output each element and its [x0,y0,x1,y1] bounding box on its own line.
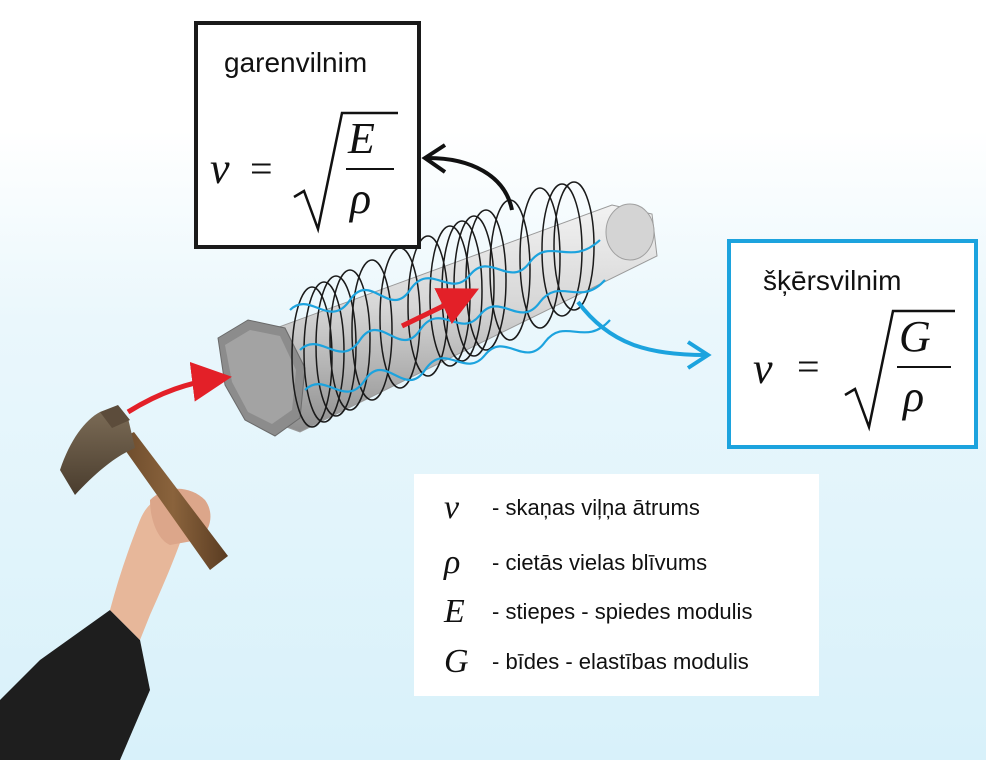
formula-velocity: v [210,144,230,193]
longitudinal-title: garenvilnim [224,47,368,78]
formula-equals: = [797,344,820,389]
formula-velocity: v [753,344,773,393]
legend-text: - skaņas viļņa ātrums [492,495,700,520]
legend-text: - bīdes - elastības modulis [492,649,749,674]
legend-symbol: v [444,489,460,526]
legend-symbol: ρ [444,544,461,581]
arrow-to-longitudinal [421,143,514,211]
legend-symbol: E [444,593,465,630]
propagation-arrow [400,288,479,329]
legend-text: - cietās vielas blīvums [492,550,708,575]
legend-item: v - skaņas viļņa ātrums [444,488,700,528]
formula-equals: = [250,146,273,191]
formula-denominator: ρ [903,372,925,421]
legend-item: E - stiepes - spiedes modulis [444,592,752,632]
sqrt-sign [293,111,398,234]
legend-symbol: G [444,643,469,680]
arrow-to-transverse [576,300,712,370]
formula-denominator: ρ [350,174,372,223]
legend-item: ρ - cietās vielas blīvums [444,543,707,583]
longitudinal-formula-box: garenvilnim v = E ρ [194,21,421,249]
formula-numerator: E [348,114,375,163]
legend-text: - stiepes - spiedes modulis [492,599,753,624]
hammer-icon [60,405,228,570]
sqrt-sign [844,309,955,432]
transverse-title: šķērsvilnim [763,265,902,296]
legend-item: G - bīdes - elastības modulis [444,642,749,682]
impact-arrow [126,361,232,415]
legend: v - skaņas viļņa ātrums ρ - cietās viela… [414,474,819,696]
hand-icon [0,488,211,760]
transverse-formula-box: šķērsvilnim v = G ρ [727,239,978,449]
formula-numerator: G [899,312,931,361]
